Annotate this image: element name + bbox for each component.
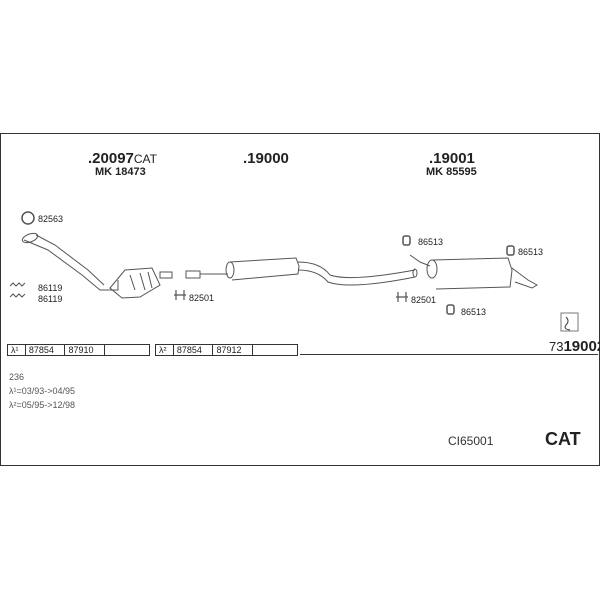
rear-silencer — [409, 254, 538, 290]
vehicle-info: 236 λ¹=03/93->04/95 λ²=05/95->12/98 — [9, 370, 75, 412]
spring-icon — [9, 282, 26, 298]
info-line: λ¹=03/93->04/95 — [9, 386, 76, 396]
table-label: λ² — [155, 344, 174, 356]
info-line: 236 — [9, 372, 25, 382]
table-cell: 87912 — [212, 344, 253, 356]
table-cell — [252, 344, 298, 356]
part-hanger: 86513 — [418, 237, 444, 247]
table-cell: 87854 — [172, 344, 214, 356]
front-pipe-catalyst — [21, 232, 173, 299]
mounting-kit-front: MK 18473 — [95, 166, 146, 178]
divider — [300, 354, 598, 355]
table-cell: 87910 — [64, 344, 105, 356]
table-cell: 87854 — [24, 344, 66, 356]
part-spring: 86119 — [38, 294, 63, 304]
rubber-hanger-icon — [402, 235, 515, 315]
clamp-icon — [174, 290, 408, 302]
middle-pipe-silencer — [185, 257, 418, 286]
table-label: λ¹ — [7, 344, 26, 356]
part-gasket: 82563 — [38, 214, 64, 224]
section-code-front: .20097CAT — [88, 150, 157, 167]
info-line: λ²=05/95->12/98 — [9, 400, 76, 410]
fitting-instructions-icon — [560, 312, 579, 332]
part-clamp: 82501 — [411, 295, 437, 305]
mounting-kit-rear: MK 85595 — [426, 166, 477, 178]
part-hanger: 86513 — [518, 247, 544, 257]
section-code-middle: .19000 — [243, 150, 289, 167]
part-spring: 86119 — [38, 283, 63, 293]
system-type: CAT — [545, 429, 581, 449]
part-hanger: 86513 — [461, 307, 487, 317]
system-code: CI65001 — [448, 434, 494, 448]
part-clamp: 82501 — [189, 293, 215, 303]
section-code-rear: .19001 — [429, 150, 475, 167]
gasket-ring-icon — [21, 211, 35, 225]
table-cell — [104, 344, 150, 356]
